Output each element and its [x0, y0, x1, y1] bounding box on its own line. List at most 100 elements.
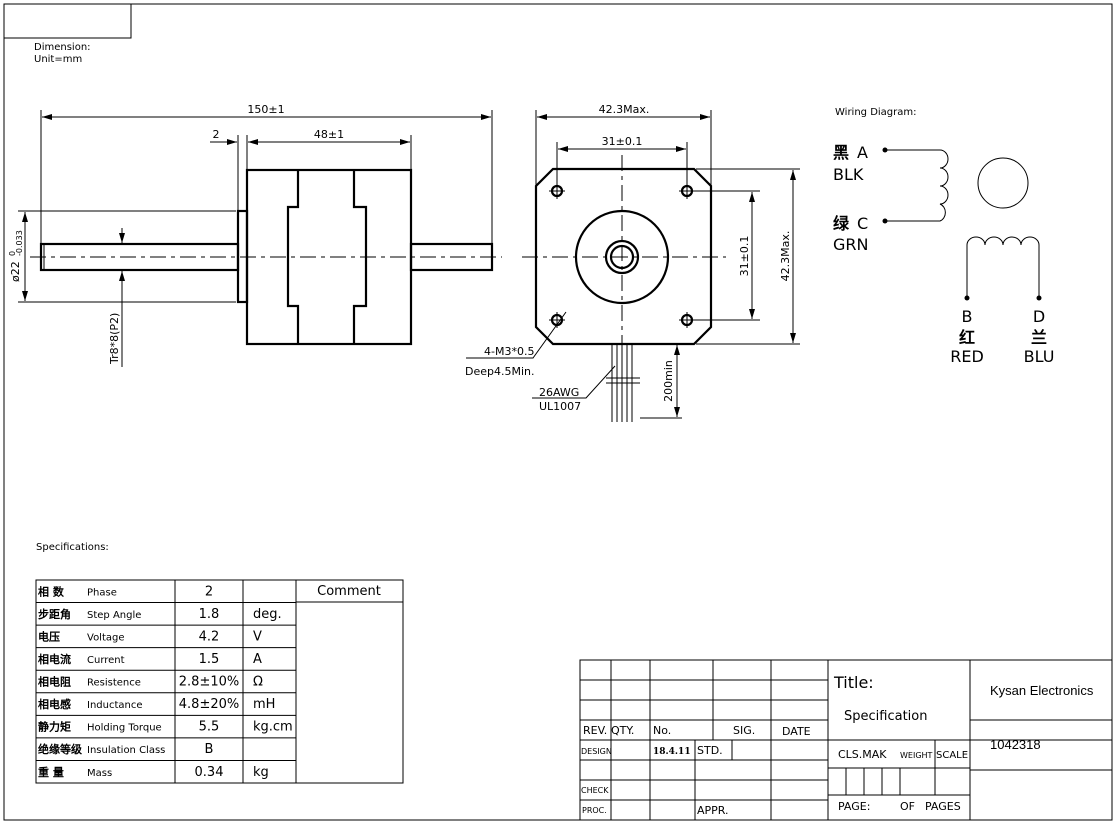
spec-row: 静力矩 Holding Torque 5.5 kg.cm [38, 720, 293, 735]
spec-en-label: Holding Torque [87, 723, 162, 734]
spec-cn-label: 步距角 [38, 607, 71, 621]
shaft-right [409, 242, 494, 272]
coil-a-c [885, 149, 949, 222]
date-label: DATE [782, 725, 811, 738]
overall-length-dim: 150±1 [247, 103, 284, 116]
company-name: Kysan Electronics [990, 683, 1094, 698]
spec-cn-label: 相电流 [38, 652, 71, 666]
spec-value: 0.34 [195, 765, 224, 780]
wire-gauge: 26AWG [539, 386, 579, 399]
scale-label: SCALE [936, 750, 968, 761]
spec-unit: mH [253, 697, 275, 712]
page-label: PAGE: [838, 800, 870, 813]
spec-cn-label: 相电阻 [38, 675, 71, 689]
title-value: Specification [844, 709, 927, 724]
sig-label: SIG. [733, 724, 755, 737]
spec-value: 1.5 [199, 652, 220, 667]
wire-b-cn: 红 [959, 328, 975, 347]
cls-mak-label: CLS.MAK [838, 748, 887, 761]
spec-en-label: Inductance [87, 700, 143, 711]
spec-unit: V [253, 629, 262, 644]
flange-tol-upper: 0 [8, 251, 17, 256]
body-length-dim: 48±1 [314, 128, 344, 141]
spec-unit: kg [253, 765, 269, 780]
screw-spec: 4-M3*0.5 [484, 345, 534, 358]
wire-type: UL1007 [539, 400, 581, 413]
spec-value: 4.8±20% [179, 697, 239, 712]
proc-label: PROC. [582, 806, 607, 815]
std-label: STD. [697, 744, 723, 757]
spec-row: 相 数 Phase 2 [38, 584, 213, 599]
hole-spacing-v-dim: 31±0.1 [738, 236, 751, 277]
appr-label: APPR. [697, 804, 729, 817]
spec-value: 2 [205, 584, 213, 599]
motor-faceplate [534, 167, 713, 346]
comment-header: Comment [317, 584, 381, 599]
spec-cn-label: 重 量 [38, 765, 64, 779]
side-view: 150±1 2 48±1 ø22 0 -0.033 Tr8*8(P2) [8, 103, 502, 367]
spec-row: 重 量 Mass 0.34 kg [38, 765, 269, 780]
spec-en-label: Current [87, 655, 125, 666]
wire-b-color: RED [950, 347, 984, 366]
boss-circle [574, 209, 670, 305]
spec-value: B [205, 742, 214, 757]
wire-b-pin: B [962, 307, 973, 326]
wire-d-pin: D [1033, 307, 1045, 326]
rotor-circle [977, 157, 1029, 209]
spec-unit: deg. [253, 607, 282, 622]
flange-tol-lower: -0.033 [15, 230, 24, 256]
qty-label: QTY. [611, 724, 634, 737]
flange-diameter-dim: ø22 [9, 261, 22, 282]
design-date: 18.4.11 [653, 747, 691, 757]
width-dim: 42.3Max. [599, 103, 650, 116]
hole-spacing-h-dim: 31±0.1 [602, 135, 643, 148]
wiring-title: Wiring Diagram: [835, 107, 917, 118]
part-number: 1042318 [990, 737, 1041, 752]
specs-title: Specifications: [36, 542, 109, 553]
height-dim: 42.3Max. [779, 231, 792, 282]
spec-en-label: Insulation Class [87, 745, 165, 756]
title-label: Title: [833, 673, 874, 692]
spec-en-label: Resistence [87, 678, 141, 689]
design-label: DESIGN [581, 747, 612, 756]
spec-cn-label: 电压 [38, 629, 60, 643]
of-label: OF [900, 800, 915, 813]
spec-value: 1.8 [199, 607, 220, 622]
no-label: No. [653, 724, 671, 737]
check-label: CHECK [581, 786, 609, 795]
spec-cn-label: 静力矩 [38, 720, 71, 734]
wire-d-color: BLU [1024, 347, 1055, 366]
wire-c-color: GRN [833, 235, 868, 254]
rev-label: REV. [583, 724, 607, 737]
spec-row: 绝缘等级 Insulation Class B [38, 742, 213, 757]
spec-unit: kg.cm [253, 720, 293, 735]
lead-wires [606, 344, 640, 422]
spec-value: 4.2 [199, 629, 220, 644]
thread-spec: Tr8*8(P2) [108, 313, 121, 365]
spec-value: 5.5 [199, 720, 220, 735]
weight-label: WEIGHT [900, 751, 933, 760]
flange-thickness-dim: 2 [213, 128, 220, 141]
front-view: 42.3Max. 31±0.1 31±0.1 42.3Max. 200min 4… [465, 103, 800, 422]
unit-label: Unit=mm [34, 54, 82, 65]
corner-box [3, 3, 132, 39]
spec-cn-label: 相 数 [38, 584, 65, 598]
screw-depth: Deep4.5Min. [465, 365, 535, 378]
wire-d-cn: 兰 [1031, 328, 1047, 347]
spec-en-label: Phase [87, 587, 117, 598]
dimension-label: Dimension: [34, 42, 91, 53]
pages-label: PAGES [925, 800, 961, 813]
spec-en-label: Mass [87, 768, 112, 779]
spec-cn-label: 绝缘等级 [38, 742, 83, 756]
mounting-holes [549, 183, 695, 328]
shaft-circle [609, 244, 635, 270]
spec-unit: A [253, 652, 262, 667]
